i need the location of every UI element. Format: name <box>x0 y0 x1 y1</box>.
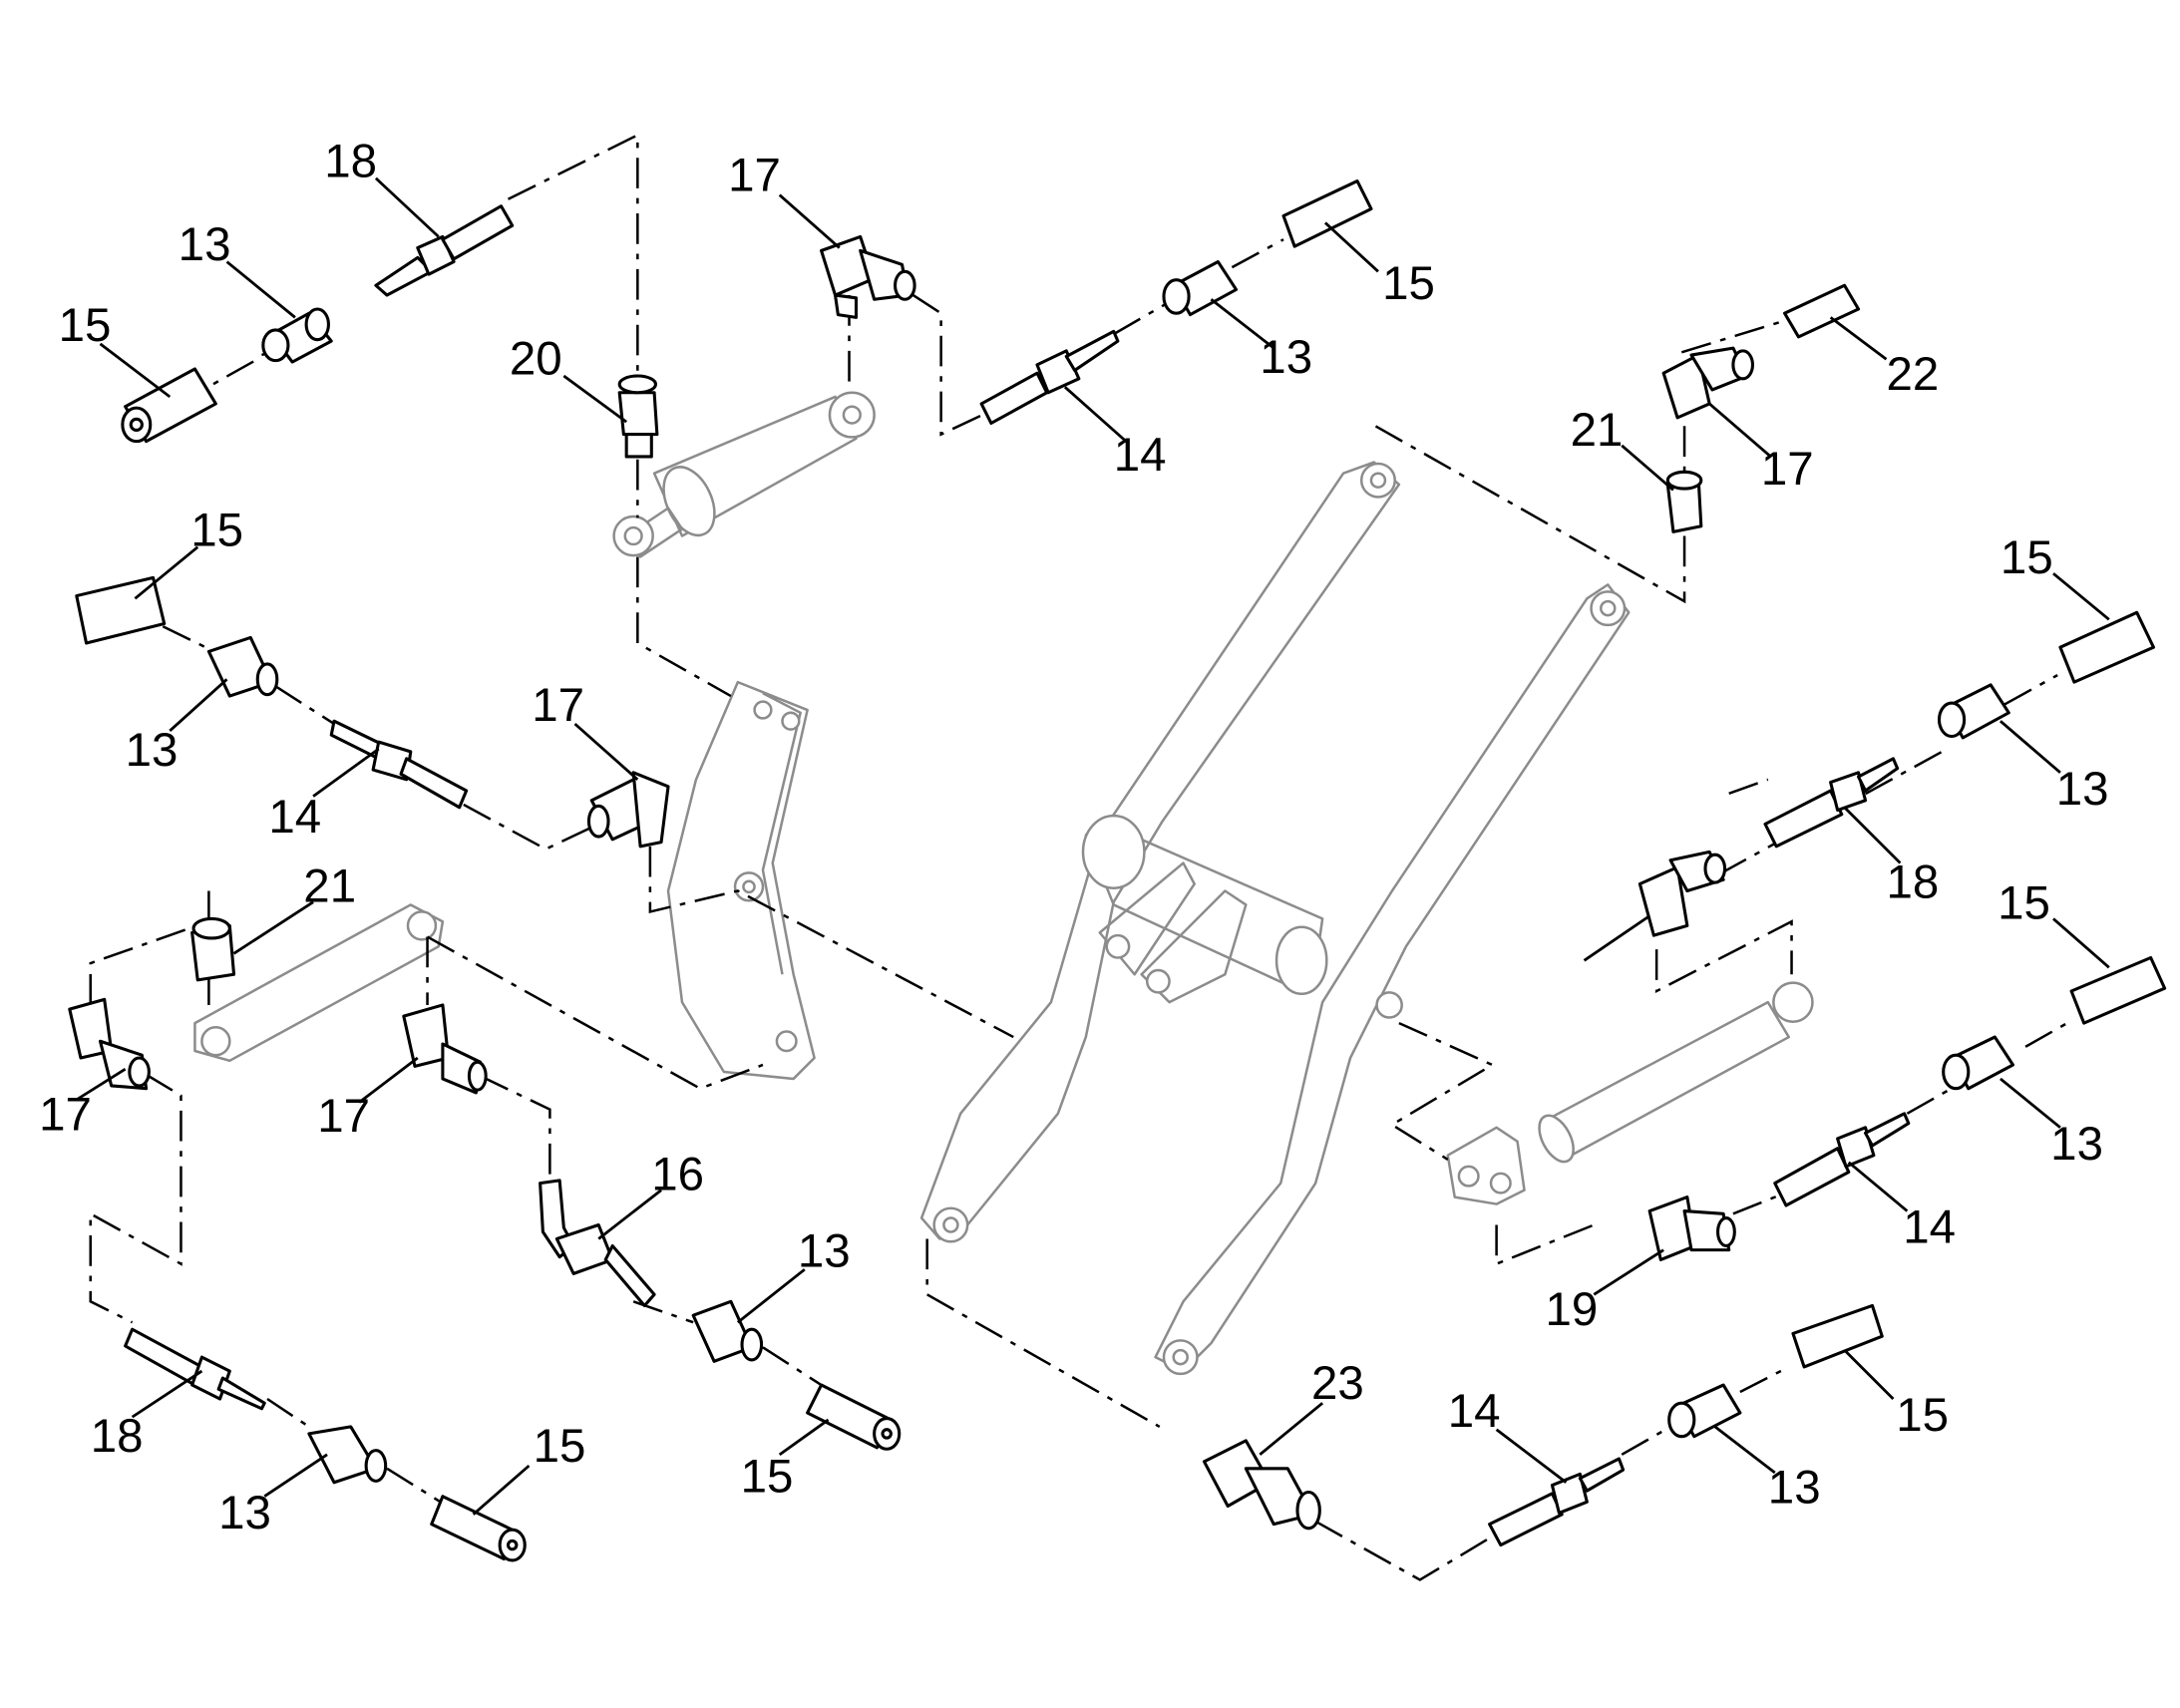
loader-arm-frame <box>919 461 1631 1376</box>
hose-15-top-left <box>121 367 217 444</box>
callout-label: 17 <box>532 679 584 732</box>
nut-13-top-left <box>261 307 333 364</box>
hose-end-14-top <box>979 329 1120 426</box>
bell-crank <box>666 680 816 1081</box>
tee-19 <box>1647 1196 1736 1261</box>
nut-13-right-2 <box>1942 1035 2015 1091</box>
callout-label: 15 <box>59 299 112 352</box>
hose-22 <box>1783 283 1861 339</box>
union-23 <box>1202 1439 1321 1531</box>
callout-label: 15 <box>534 1420 586 1473</box>
callout-label: 17 <box>39 1089 92 1142</box>
adapter-20 <box>617 374 659 459</box>
callout-label: 18 <box>91 1410 144 1463</box>
elbow-17-right <box>1637 850 1727 937</box>
nut-13-right-3 <box>1667 1383 1742 1439</box>
tilt-link <box>193 903 445 1063</box>
callout-label: 14 <box>1903 1201 1956 1254</box>
hose-end-14-right <box>1773 1112 1911 1207</box>
callout-label: 15 <box>1896 1389 1949 1442</box>
callout-label: 14 <box>1448 1385 1501 1438</box>
callout-label: 21 <box>303 860 356 913</box>
swivel-21-top <box>1665 470 1703 533</box>
tee-17-lower <box>402 1003 488 1095</box>
callout-label: 15 <box>2000 531 2053 584</box>
hose-15-right-1 <box>2058 610 2156 684</box>
callout-label: 14 <box>1114 429 1167 482</box>
callout-label: 13 <box>1768 1462 1821 1515</box>
nut-13-top <box>1162 260 1239 317</box>
callout-label: 20 <box>510 333 562 386</box>
hose-15-top <box>1281 179 1373 248</box>
elbow-17-top <box>820 234 916 319</box>
callout-label: 17 <box>317 1090 370 1143</box>
elbow-17-mid <box>586 771 670 849</box>
nut-13-bottom-left <box>307 1425 388 1485</box>
hose-15-mid-left <box>75 575 167 645</box>
elbow-17-left <box>68 997 151 1091</box>
nut-13-lower-mid <box>691 1299 764 1363</box>
elbow-16 <box>539 1179 656 1308</box>
hose-end-18-right <box>1763 757 1900 849</box>
callout-label: 16 <box>651 1149 704 1201</box>
connection-lines <box>89 133 2068 1581</box>
lift-cylinder <box>612 391 876 558</box>
callout-label: 13 <box>2056 763 2109 816</box>
callout-label: 15 <box>1998 876 2050 929</box>
elbow-17-top-right <box>1661 346 1754 420</box>
hose-end-14-mid-left <box>329 719 469 810</box>
nut-13-right-1 <box>1937 683 2010 740</box>
callout-label: 13 <box>2050 1118 2103 1171</box>
hose-15-bottom-left <box>430 1495 527 1562</box>
hose-end-18-top <box>374 204 515 297</box>
tilt-cylinder <box>1446 981 1814 1205</box>
callout-label: 21 <box>1571 404 1624 457</box>
callout-label: 15 <box>741 1451 794 1504</box>
leader-lines <box>76 176 2110 1516</box>
callout-label: 17 <box>728 149 781 201</box>
callout-label: 23 <box>1311 1357 1364 1410</box>
callout-label: 17 <box>1761 443 1814 496</box>
callout-label: 13 <box>1260 331 1312 384</box>
hose-15-lower-mid <box>806 1383 902 1451</box>
callout-label: 13 <box>179 218 231 271</box>
callout-label: 19 <box>1545 1283 1598 1336</box>
callout-label: 13 <box>798 1224 851 1277</box>
callout-label: 13 <box>126 724 179 777</box>
hose-end-18-bottom <box>124 1327 266 1411</box>
hose-15-right-3 <box>1791 1303 1884 1369</box>
callout-labels: 18 13 15 17 15 13 14 20 22 21 17 15 13 1… <box>39 135 2108 1538</box>
callout-label: 15 <box>190 504 243 556</box>
callout-label: 14 <box>268 791 321 844</box>
callout-label: 18 <box>1886 855 1939 908</box>
hose-end-14-bottom <box>1488 1457 1626 1547</box>
hose-15-right-2 <box>2069 955 2167 1025</box>
swivel-21-left <box>190 916 236 982</box>
callout-label: 15 <box>1382 257 1435 310</box>
callout-label: 22 <box>1886 348 1939 401</box>
callout-label: 13 <box>218 1487 271 1539</box>
callout-label: 18 <box>324 135 377 187</box>
